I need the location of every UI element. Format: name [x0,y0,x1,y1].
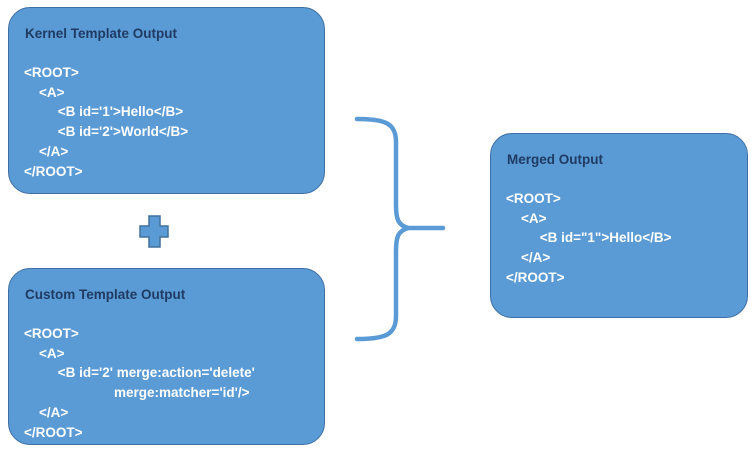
merged-xml-code: <ROOT> <A> <B id="1">Hello</B> </A> </ROO… [491,189,747,288]
right-curly-brace-icon [354,116,446,342]
code-line: <A> [506,210,547,226]
code-line: <ROOT> [24,65,79,80]
code-line: </A> [506,250,551,266]
code-line: </A> [24,404,69,420]
code-line: <A> [24,345,65,361]
merged-box-title: Merged Output [507,152,603,167]
custom-template-output-box: Custom Template Output <ROOT> <A> <B id=… [8,268,325,445]
code-line: merge:matcher='id'/> [24,385,250,401]
kernel-box-title: Kernel Template Output [25,26,178,41]
code-line: </ROOT> [506,269,565,285]
code-line: <B id="1">Hello</B> [506,230,672,246]
code-line: <B id='2'>World</B> [24,124,189,140]
kernel-xml-code: <ROOT> <A> <B id='1'>Hello</B> <B id='2'… [9,63,324,181]
code-line: <ROOT> [506,191,561,206]
code-line: </A> [24,143,69,159]
code-line: <B id='2' merge:action='delete' [24,365,255,381]
code-line: </ROOT> [24,163,83,179]
custom-xml-code: <ROOT> <A> <B id='2' merge:action='delet… [9,324,324,442]
plus-icon [139,215,169,248]
code-line: <B id='1'>Hello</B> [24,104,184,120]
merged-output-box: Merged Output <ROOT> <A> <B id="1">Hello… [490,133,748,318]
custom-box-title: Custom Template Output [25,287,186,302]
code-line: </ROOT> [24,424,83,440]
code-line: <ROOT> [24,326,79,341]
kernel-template-output-box: Kernel Template Output <ROOT> <A> <B id=… [8,7,325,194]
code-line: <A> [24,84,65,100]
